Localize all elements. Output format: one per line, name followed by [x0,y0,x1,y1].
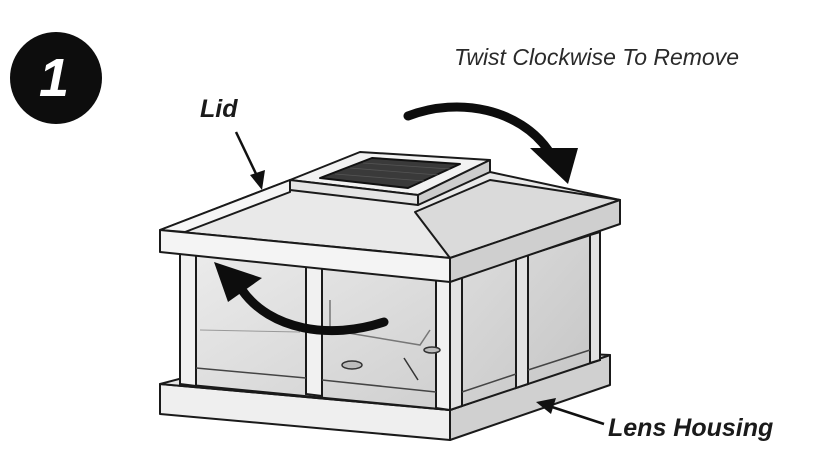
led-light-fixture [341,346,441,381]
twist-instruction-text: Twist Clockwise To Remove [454,44,740,70]
counterclockwise-arrow-icon [214,262,389,336]
clockwise-arrow-icon [403,102,578,184]
lens-housing-label: Lens Housing [608,414,774,442]
step-number: 1 [38,48,70,108]
lid [159,151,621,283]
step-number-badge: 1 [10,32,102,124]
pointer-arrow-icon [234,131,265,190]
lid-label: Lid [200,95,238,123]
pointer-arrow-icon [536,398,605,426]
